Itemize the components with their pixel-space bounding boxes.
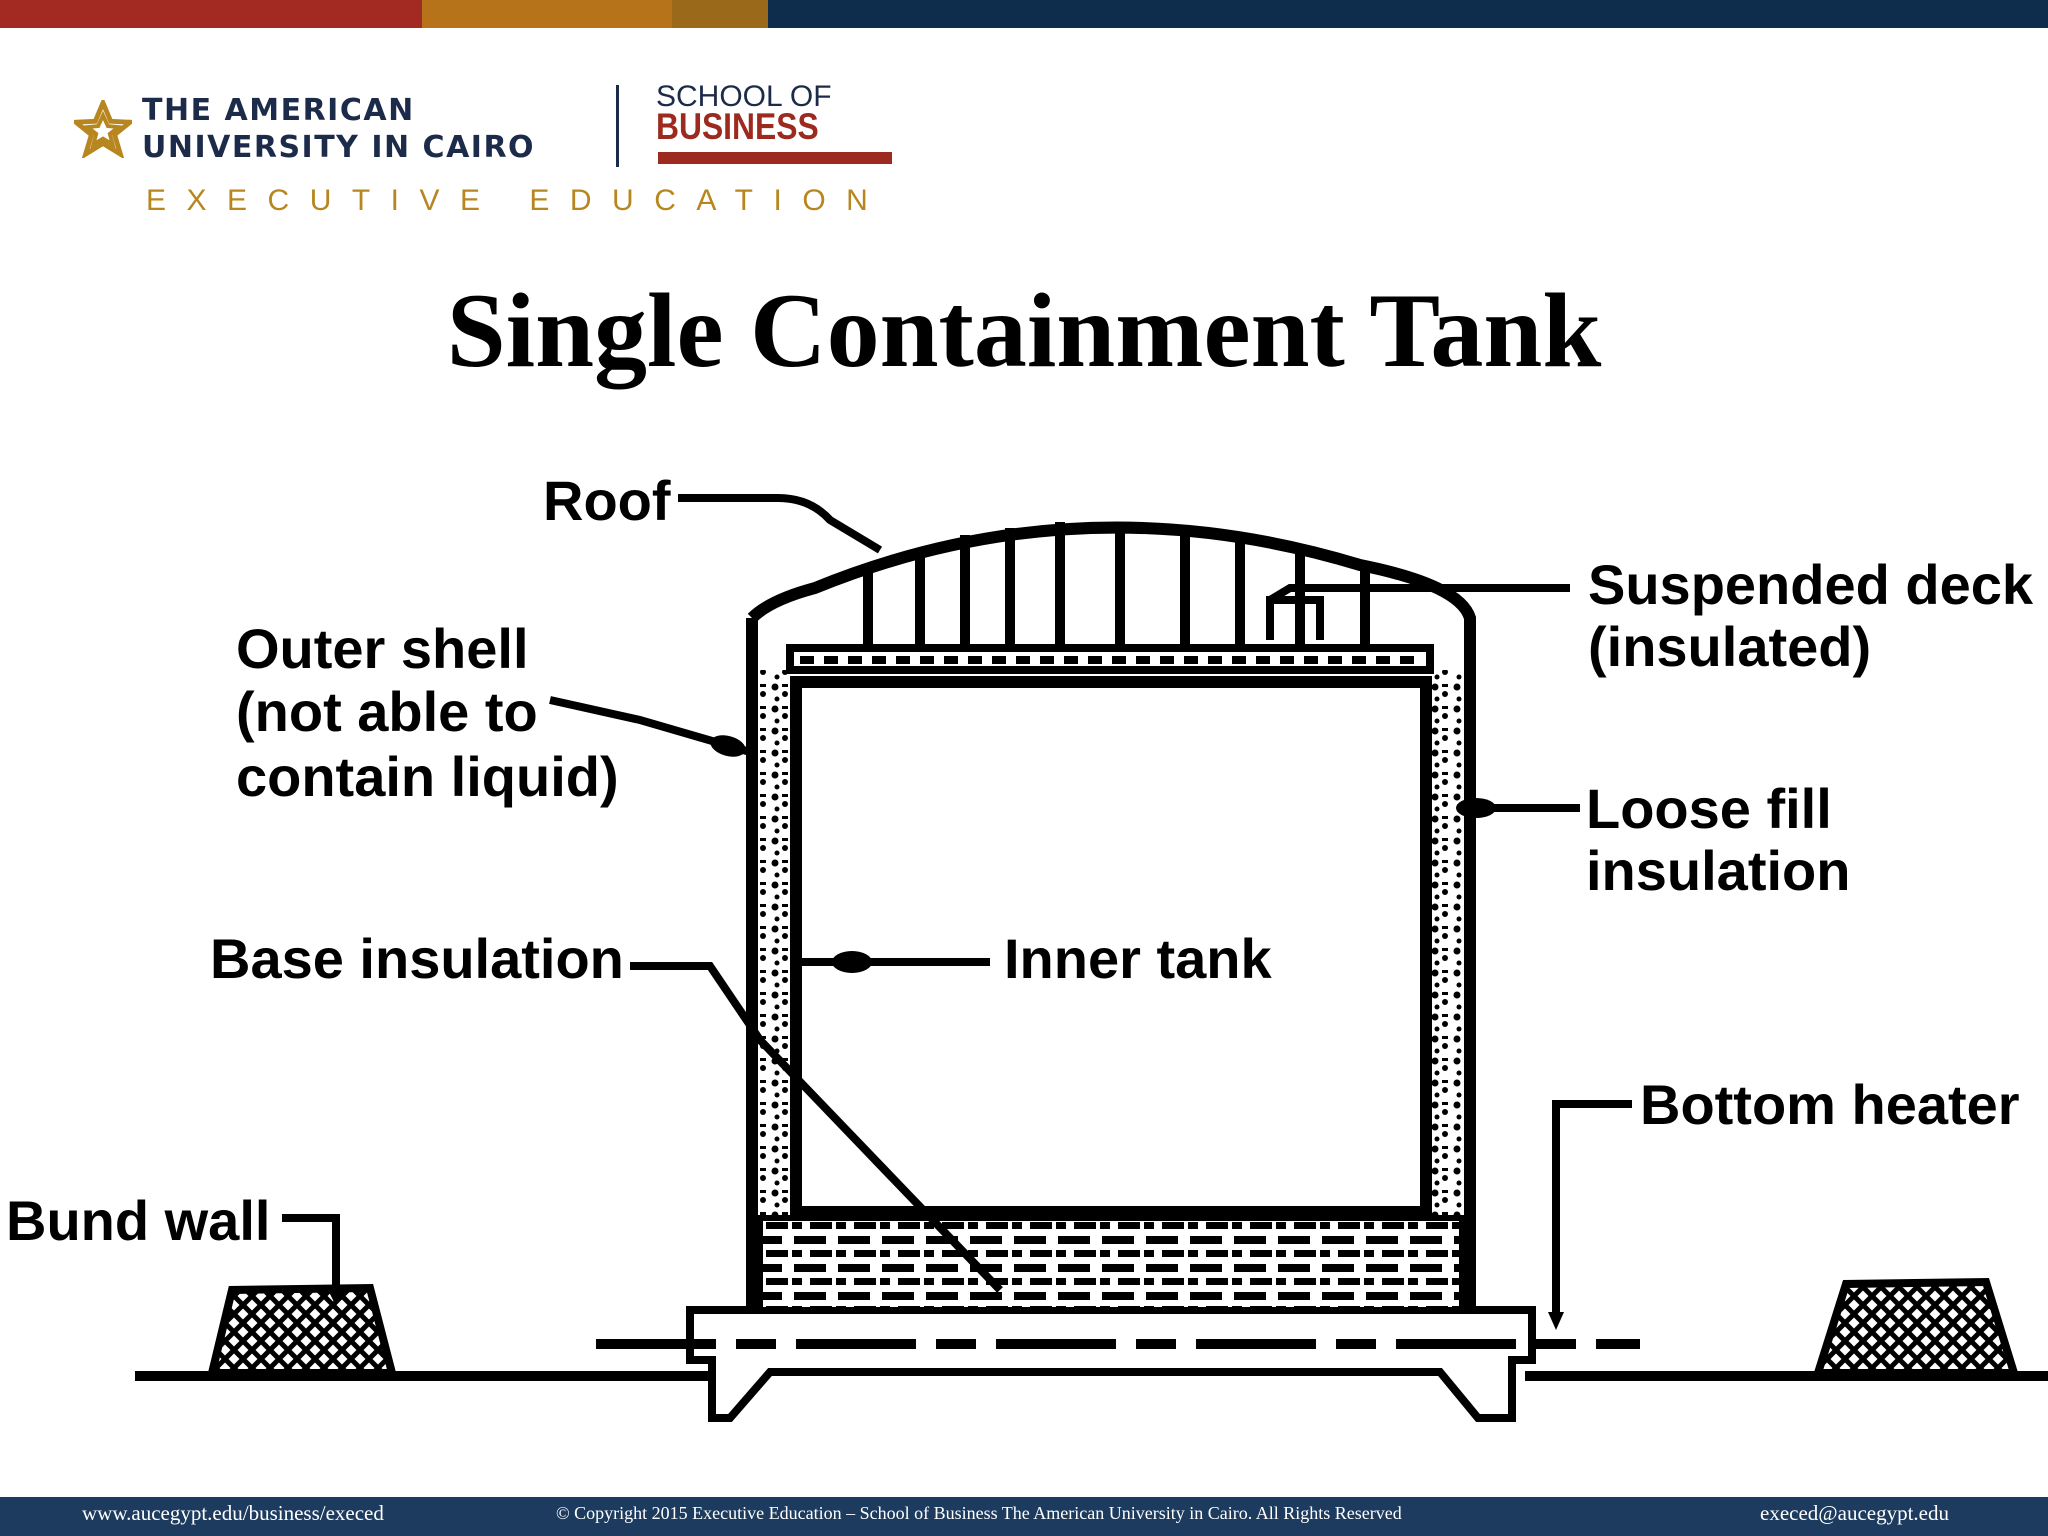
logo-business: BUSINESS (656, 106, 819, 147)
logo-school-of: SCHOOL OF (656, 80, 832, 113)
auc-star-icon (74, 100, 132, 158)
logo-line-1: THE AMERICAN (142, 93, 415, 128)
suspended-deck (786, 596, 1434, 674)
label-bund-wall: Bund wall (6, 1189, 270, 1252)
slide-title: Single Containment Tank (446, 272, 1602, 389)
bund-wall-right (1812, 1277, 2020, 1377)
label-outer-shell-1: Outer shell (236, 617, 529, 680)
logo-underline-bar (658, 152, 892, 164)
label-outer-shell-3: contain liquid) (236, 745, 619, 808)
footer-copyright: © Copyright 2015 Executive Education – S… (556, 1503, 1402, 1523)
inner-tank (790, 676, 1432, 1218)
label-roof: Roof (543, 469, 671, 532)
logo-divider (616, 85, 619, 167)
logo-executive-education: EXECUTIVE EDUCATION (146, 184, 889, 217)
label-inner-tank: Inner tank (1004, 927, 1272, 990)
tank-diagram: Roof Outer shell (not able to contain li… (6, 469, 2048, 1422)
label-base-insulation: Base insulation (210, 927, 624, 990)
label-loose-fill-2: insulation (1586, 839, 1850, 902)
foundation (596, 1306, 1640, 1422)
footer-bar: www.aucegypt.edu/business/execed © Copyr… (0, 1497, 2048, 1536)
label-bottom-heater: Bottom heater (1640, 1073, 2020, 1136)
outer-shell (746, 618, 1476, 1310)
logo-line-2: UNIVERSITY IN CAIRO (142, 130, 536, 165)
leader-arrowheads (328, 735, 1564, 1330)
label-outer-shell-2: (not able to (236, 680, 538, 743)
footer-email: execed@aucegypt.edu (1760, 1501, 1949, 1525)
base-insulation (757, 1215, 1465, 1313)
auc-logo: THE AMERICAN UNIVERSITY IN CAIRO SCHOOL … (70, 80, 892, 220)
top-color-bar (0, 0, 2048, 28)
footer-website: www.aucegypt.edu/business/execed (82, 1501, 384, 1525)
label-suspended-deck-2: (insulated) (1588, 615, 1871, 678)
label-loose-fill-1: Loose fill (1586, 777, 1832, 840)
roof-ribs (863, 522, 1370, 655)
bund-wall-left (206, 1283, 398, 1377)
label-suspended-deck-1: Suspended deck (1588, 553, 2034, 616)
